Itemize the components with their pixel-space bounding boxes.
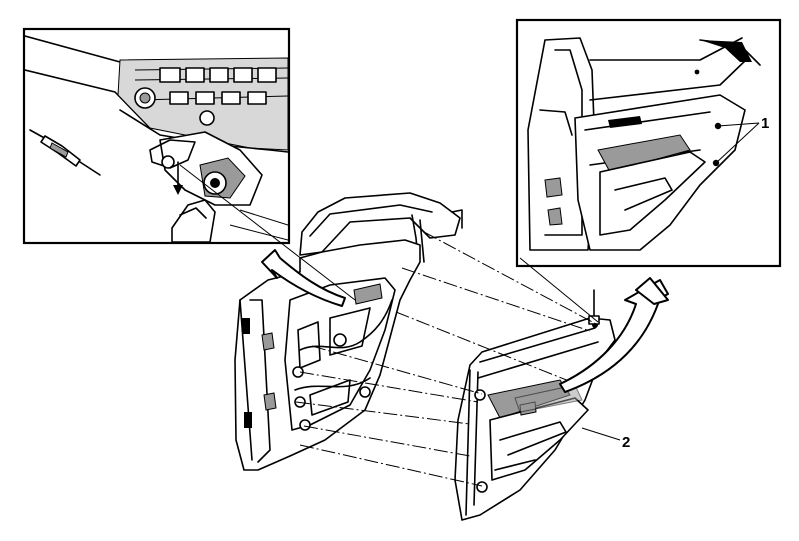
door-trim-panel xyxy=(454,289,616,521)
screwdriver-tool xyxy=(29,129,101,176)
alignment-lines xyxy=(295,231,597,487)
lift-arrow-left xyxy=(261,249,346,307)
inset-right-leader xyxy=(519,257,599,323)
lift-arrow-right xyxy=(559,277,669,393)
inset-fastener-detail xyxy=(22,27,291,245)
panel-slots xyxy=(159,67,277,105)
inset-left-leader xyxy=(179,164,356,301)
callout-1-leader-a xyxy=(717,122,760,127)
inset-clip-detail: 1 xyxy=(515,18,782,268)
door-inner-frame xyxy=(234,192,463,471)
callout-2-label: 2 xyxy=(622,434,630,451)
callout-1-leader-b xyxy=(715,122,760,164)
callout-2-leader xyxy=(581,427,621,441)
callout-1-label: 1 xyxy=(761,115,769,132)
